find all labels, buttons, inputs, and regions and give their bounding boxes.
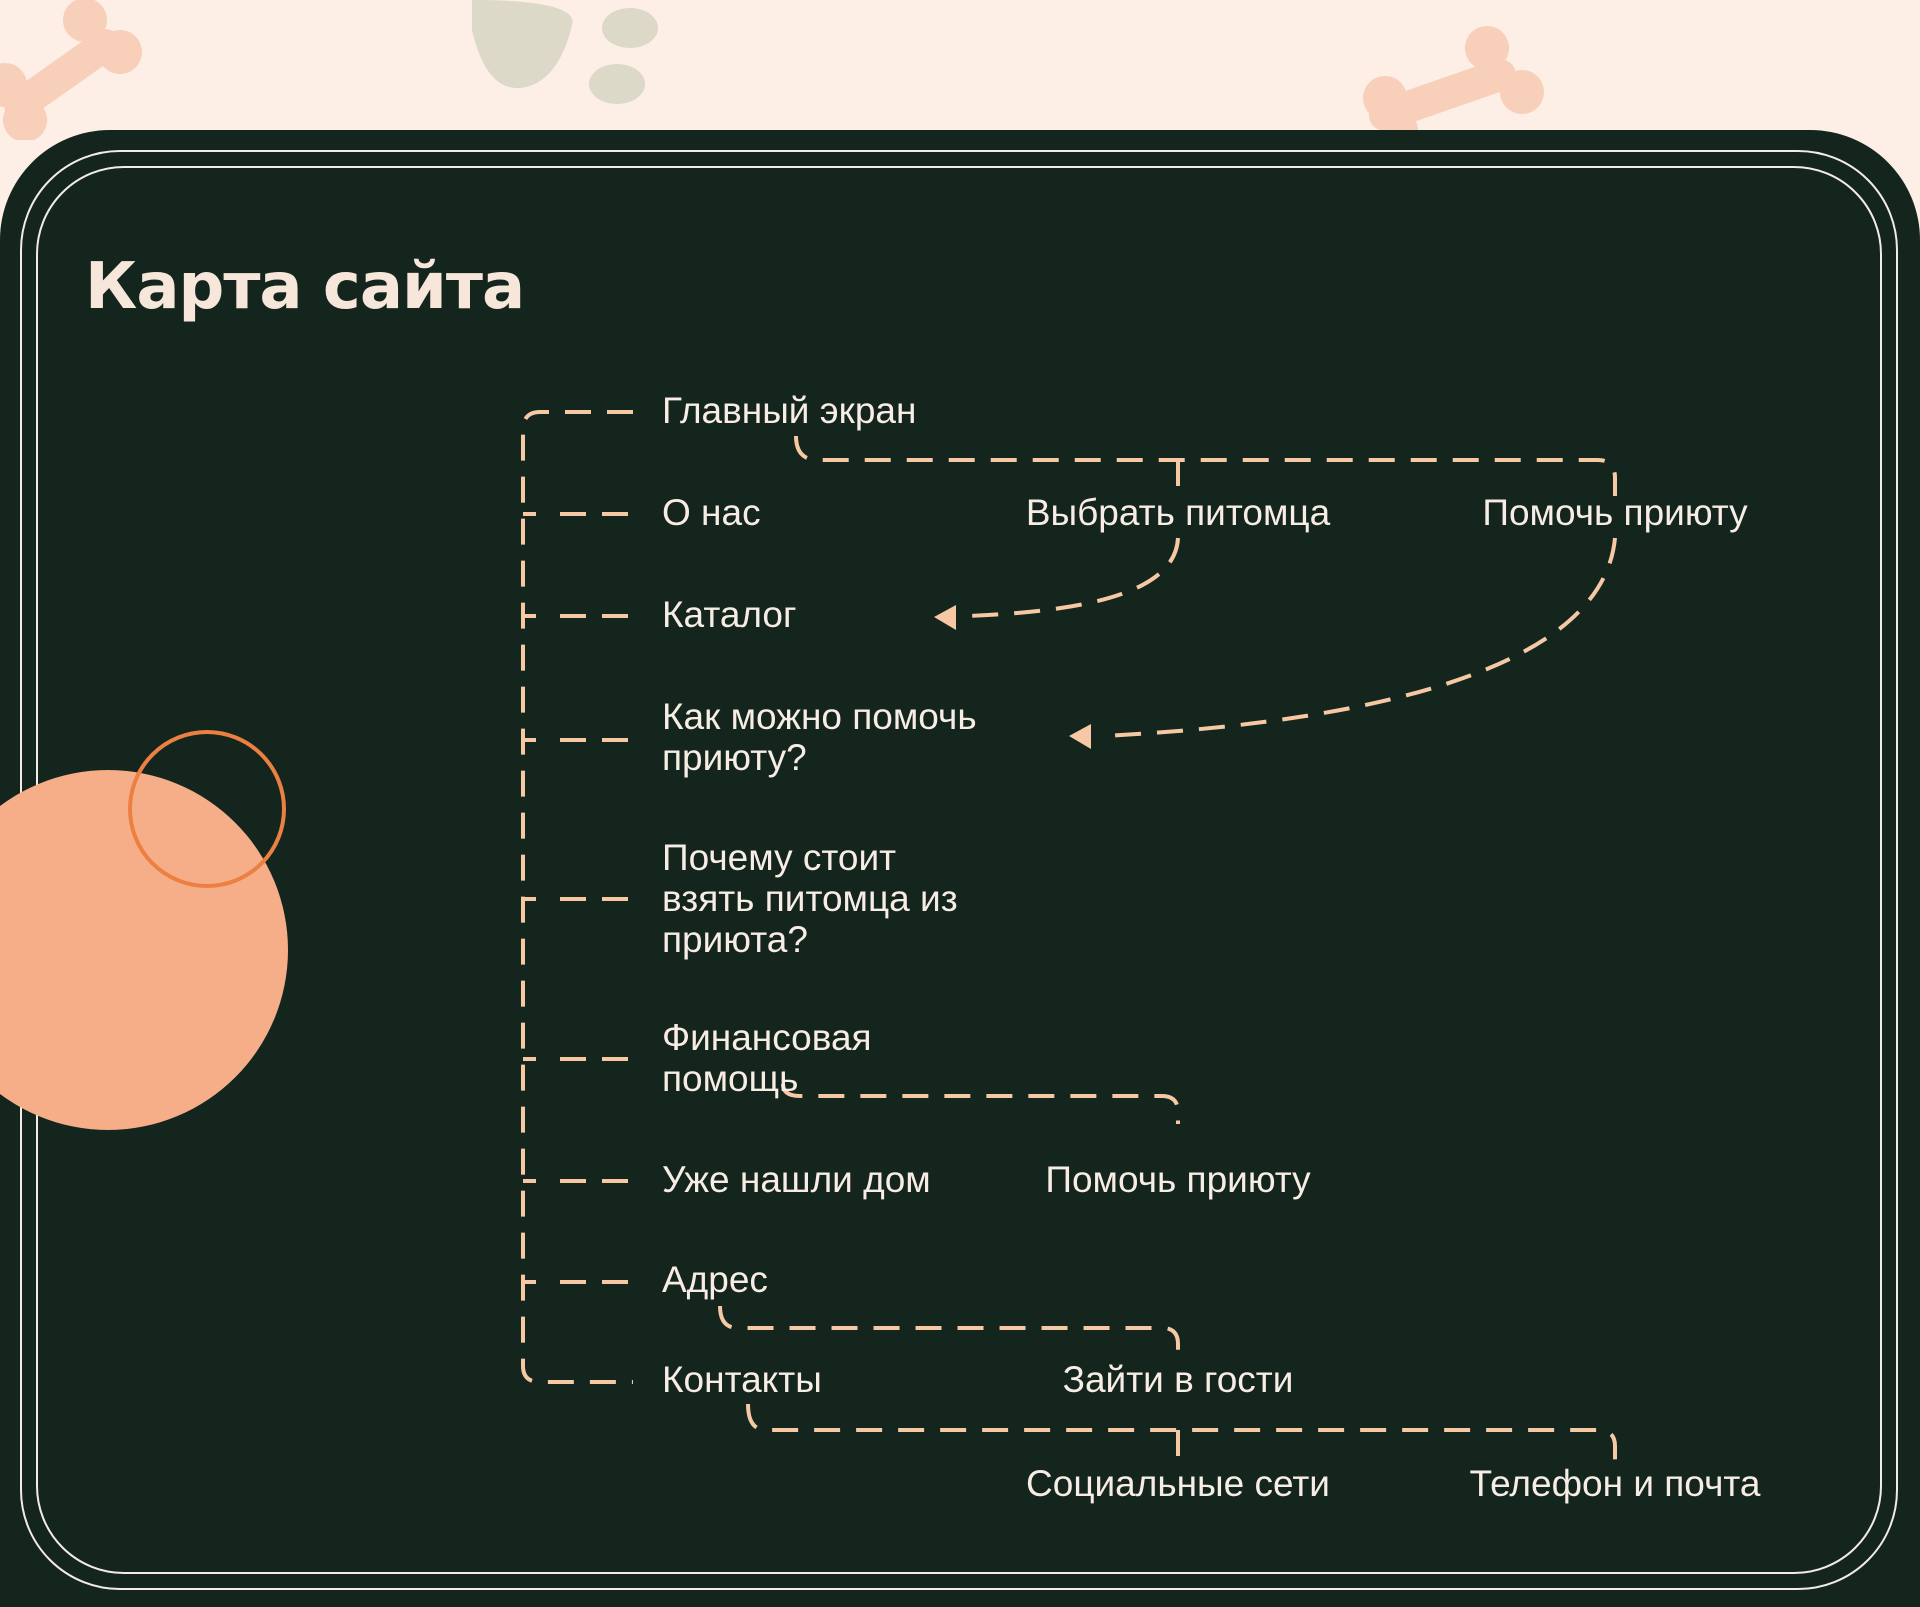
sub-item-choose-pet[interactable]: Выбрать питомца [1025, 492, 1331, 533]
catalog-arrow-line [967, 537, 1180, 618]
sitemap-card: Карта сайта [0, 130, 1920, 1607]
decor-ring [128, 730, 286, 888]
paw-icon [472, 0, 658, 104]
bone-icon [0, 0, 142, 140]
main-item-contacts[interactable]: Контакты [662, 1359, 822, 1400]
main-item-home[interactable]: Главный экран [662, 390, 917, 431]
contacts-connector [746, 1403, 1617, 1460]
main-item-catalog[interactable]: Каталог [662, 594, 797, 635]
page-title: Карта сайта [85, 250, 525, 324]
background-decor [0, 0, 1544, 140]
main-item-how-to-help[interactable]: Как можно помочь приюту? [662, 696, 977, 778]
address-connector [718, 1305, 1180, 1356]
sub-item-help-shelter[interactable]: Помочь приюту [1482, 492, 1748, 533]
help-arrow-line [1104, 537, 1617, 738]
main-item-why-adopt[interactable]: Почему стоит взять питомца из приюта? [662, 837, 958, 960]
home-connector [794, 435, 1617, 496]
help-arrowhead [1069, 724, 1091, 749]
sub-item-phone-mail[interactable]: Телефон и почта [1469, 1463, 1761, 1504]
main-item-address[interactable]: Адрес [662, 1259, 768, 1300]
finance-connector [781, 1083, 1180, 1124]
main-item-finance[interactable]: Финансовая помощь [662, 1017, 872, 1099]
main-item-about[interactable]: О нас [662, 492, 761, 533]
main-item-found-home[interactable]: Уже нашли дом [662, 1159, 931, 1200]
catalog-arrowhead [934, 605, 956, 630]
sub-item-visit[interactable]: Зайти в гости [1062, 1359, 1294, 1400]
sub-item-help-shelter-finance[interactable]: Помочь приюту [1045, 1159, 1311, 1200]
sub-item-social[interactable]: Социальные сети [1026, 1463, 1330, 1504]
